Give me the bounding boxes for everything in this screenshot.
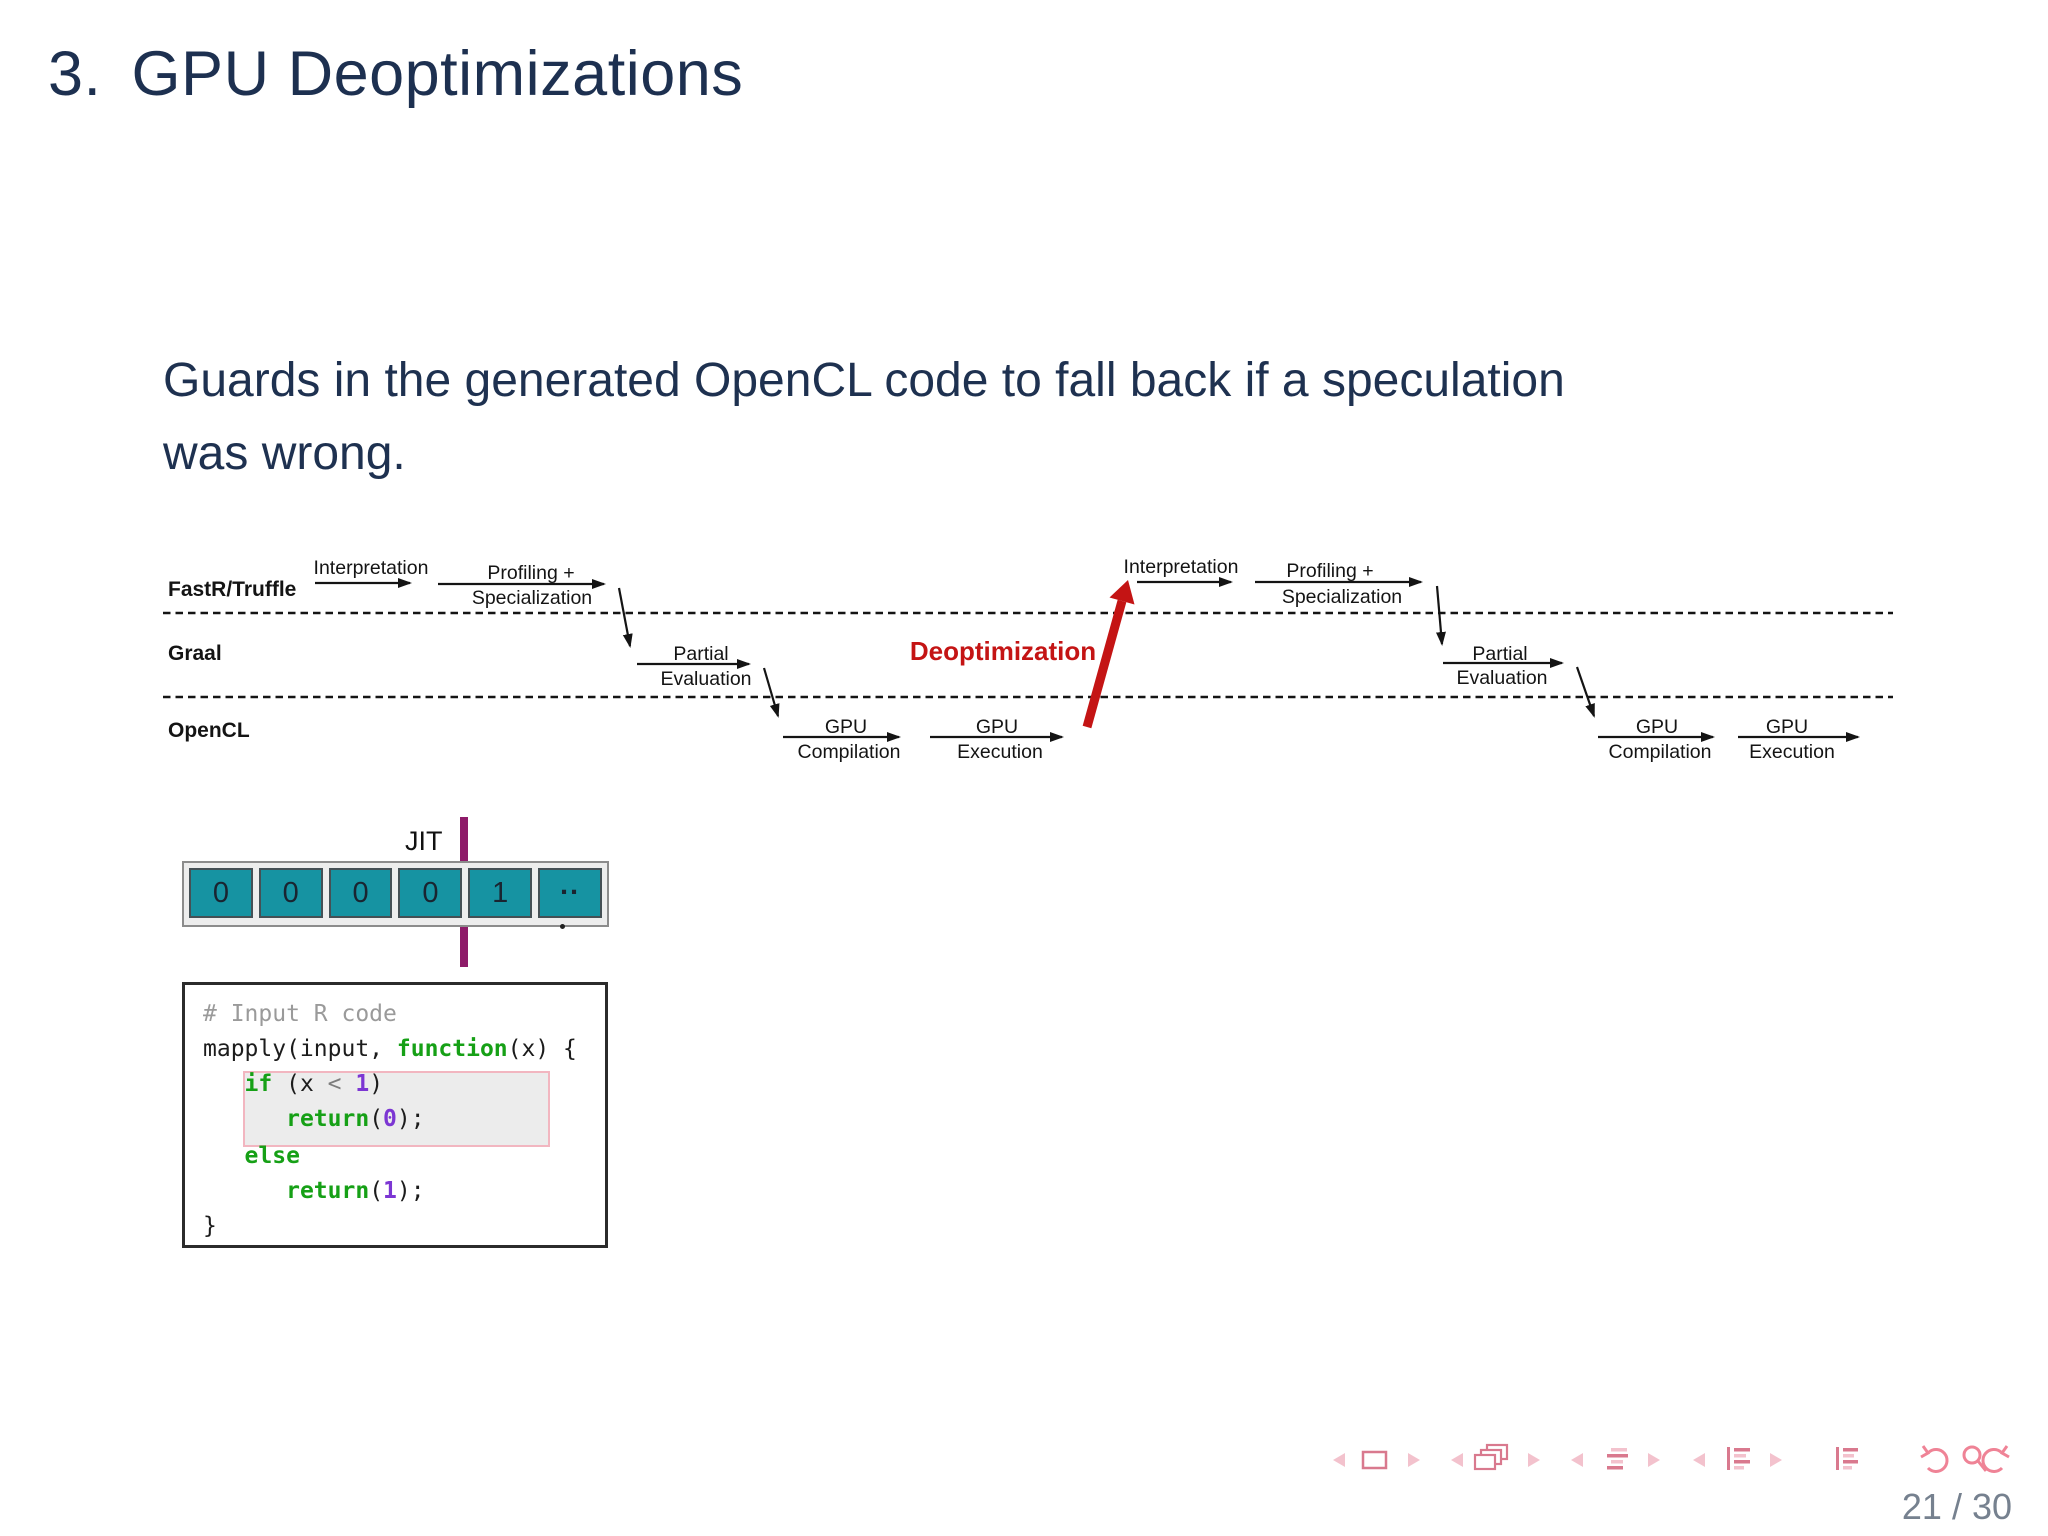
flow-drop-to-opencl-1: [762, 667, 780, 718]
lane-label-opencl: OpenCL: [168, 719, 250, 742]
code-line-4: return(0);: [286, 1106, 425, 1132]
forward-history-icon[interactable]: [1981, 1445, 2010, 1473]
step-label-evaluation-1: Evaluation: [660, 668, 751, 690]
code-line-7: }: [203, 1213, 217, 1239]
jit-array: 0 0 0 0 1 ..: [182, 861, 609, 927]
deoptimization-arrowhead-icon: [1109, 580, 1135, 605]
subsection-list-icon[interactable]: [1727, 1447, 1750, 1470]
step-label-interpretation-1: Interpretation: [314, 557, 429, 579]
step-label-compilation-1: Compilation: [798, 741, 901, 763]
step-label-profiling-1: Profiling +: [487, 562, 574, 584]
code-line-1: # Input R code: [203, 1001, 397, 1027]
flow-drop-to-opencl-2: [1575, 666, 1596, 718]
prev-frame-icon[interactable]: [1451, 1453, 1463, 1467]
step-label-gpu-2b: GPU: [1766, 716, 1808, 738]
section-number: 3.: [48, 39, 102, 109]
next-section-icon[interactable]: [1648, 1453, 1660, 1467]
code-highlight-region: [243, 1071, 550, 1147]
jit-cell-ellipsis: ..: [538, 868, 602, 918]
step-label-specialization-2: Specialization: [1282, 586, 1402, 608]
code-line-5: else: [244, 1143, 300, 1169]
prev-subsection-icon[interactable]: [1693, 1453, 1705, 1467]
step-label-execution-2: Execution: [1749, 741, 1835, 763]
jit-cell: 0: [328, 868, 393, 918]
step-label-gpu-2a: GPU: [1636, 716, 1678, 738]
next-frame-icon[interactable]: [1528, 1453, 1540, 1467]
section-list-icon[interactable]: [1607, 1448, 1628, 1470]
deoptimization-arrow: [1082, 599, 1127, 729]
jit-cell: 0: [189, 868, 253, 918]
lane-label-fastr-truffle: FastR/Truffle: [168, 578, 296, 601]
deoptimization-label: Deoptimization: [910, 636, 1096, 666]
jit-cell: 1: [468, 868, 533, 918]
code-line-3: if (x < 1): [244, 1071, 384, 1097]
next-subsection-icon[interactable]: [1770, 1453, 1782, 1467]
step-label-compilation-2: Compilation: [1609, 741, 1712, 763]
body-text: Guards in the generated OpenCL code to f…: [163, 344, 1923, 490]
jit-cell: 0: [398, 868, 463, 918]
step-label-gpu-1a: GPU: [825, 716, 867, 738]
back-history-icon[interactable]: [1920, 1445, 1949, 1473]
appendix-list-icon[interactable]: [1836, 1447, 1858, 1470]
flow-drop-to-graal-2: [1435, 585, 1446, 646]
frames-icon[interactable]: [1473, 1443, 1509, 1471]
step-label-gpu-1b: GPU: [976, 716, 1018, 738]
jit-ellipsis-dot: [560, 924, 565, 929]
body-line-2: was wrong.: [163, 427, 406, 480]
step-label-execution-1: Execution: [957, 741, 1043, 763]
prev-section-icon[interactable]: [1571, 1453, 1583, 1467]
pipeline-diagram: FastR/Truffle Graal OpenCL Interpretatio…: [163, 556, 1893, 763]
prev-slide-icon[interactable]: [1333, 1453, 1345, 1467]
lane-label-graal: Graal: [168, 642, 222, 665]
step-label-evaluation-2: Evaluation: [1456, 667, 1547, 689]
page-title: 3. GPU Deoptimizations: [48, 38, 743, 110]
navigation-bar: [1333, 1443, 2010, 1473]
step-label-specialization-1: Specialization: [472, 587, 592, 609]
code-line-2: mapply(input, function(x) {: [203, 1036, 577, 1062]
step-label-partial-1: Partial: [673, 643, 728, 665]
jit-cell: 0: [258, 868, 323, 918]
section-title: GPU Deoptimizations: [131, 39, 744, 109]
step-label-partial-2: Partial: [1472, 643, 1527, 665]
flow-drop-to-graal-1: [617, 587, 633, 648]
slide-icon[interactable]: [1361, 1450, 1388, 1470]
step-label-interpretation-2: Interpretation: [1124, 556, 1239, 578]
next-slide-icon[interactable]: [1408, 1453, 1420, 1467]
body-line-1: Guards in the generated OpenCL code to f…: [163, 354, 1565, 407]
page-number: 21 / 30: [1901, 1486, 2012, 1527]
step-label-profiling-2: Profiling +: [1286, 560, 1373, 582]
code-line-6: return(1);: [286, 1178, 425, 1204]
r-code-box: # Input R code mapply(input, function(x)…: [182, 982, 608, 1248]
jit-label: JIT: [405, 826, 443, 856]
search-icon[interactable]: [1962, 1445, 1988, 1472]
